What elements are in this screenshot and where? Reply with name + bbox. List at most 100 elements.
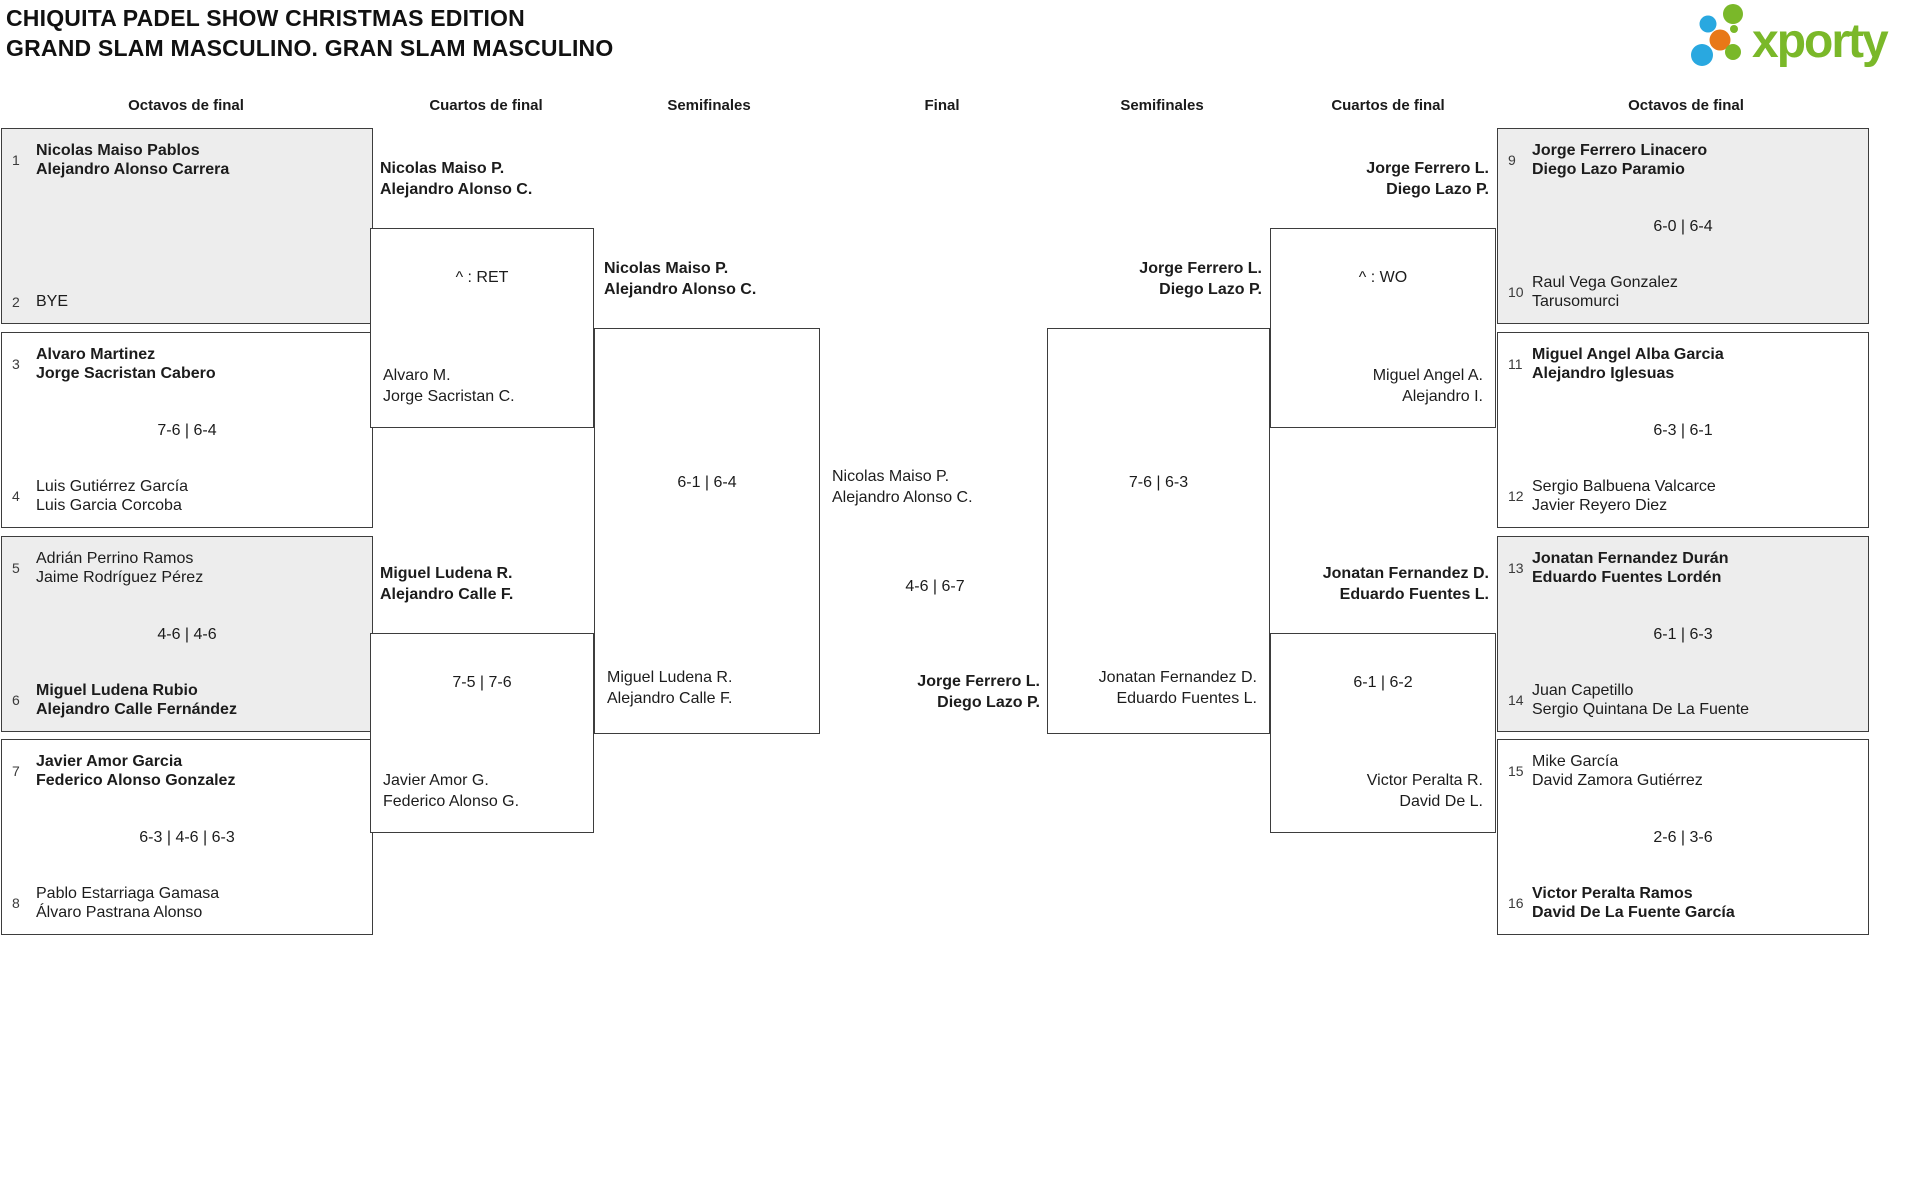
seed-number: 3 <box>12 356 20 372</box>
seed-number: 4 <box>12 488 20 504</box>
final-top-team: Nicolas Maiso P. Alejandro Alonso C. <box>832 466 973 508</box>
seed-number: 16 <box>1508 895 1524 911</box>
team-name: Jonatan Fernandez Durán Eduardo Fuentes … <box>1532 549 1728 587</box>
qf4-top-team: Jonatan Fernandez D. Eduardo Fuentes L. <box>1323 563 1489 605</box>
team-name: Juan Capetillo Sergio Quintana De La Fue… <box>1532 681 1749 719</box>
sf2-top-team: Jorge Ferrero L. Diego Lazo P. <box>1139 258 1262 300</box>
team-name-line: Miguel Angel Alba Garcia <box>1532 346 1724 363</box>
sf2-bottom-team: Jonatan Fernandez D. Eduardo Fuentes L. <box>1099 667 1257 709</box>
round-header-r16-right: Octavos de final <box>1628 97 1744 114</box>
match-sf-1: 6-1 | 6-4 Miguel Ludena R. Alejandro Cal… <box>594 328 820 734</box>
team-name: Nicolas Maiso Pablos Alejandro Alonso Ca… <box>36 141 229 179</box>
round-header-qf-left: Cuartos de final <box>429 97 543 114</box>
page-title-line2: GRAND SLAM MASCULINO. GRAN SLAM MASCULIN… <box>6 35 614 61</box>
team-name: Raul Vega Gonzalez Tarusomurci <box>1532 273 1678 311</box>
match-score: 6-1 | 6-2 <box>1353 674 1413 691</box>
seed-number: 10 <box>1508 284 1524 300</box>
team-row: 9 Jorge Ferrero Linacero Diego Lazo Para… <box>1508 141 1858 179</box>
team-name-line: Javier Amor G. <box>383 772 489 789</box>
team-name-line: Victor Peralta Ramos <box>1532 885 1693 902</box>
seed-number: 9 <box>1508 152 1516 168</box>
match-r16-2: 3 Alvaro Martinez Jorge Sacristan Cabero… <box>1 332 373 528</box>
match-r16-3: 5 Adrián Perrino Ramos Jaime Rodríguez P… <box>1 536 373 732</box>
team-name-line: BYE <box>36 293 69 310</box>
team-name: Jorge Ferrero Linacero Diego Lazo Parami… <box>1532 141 1707 179</box>
team-name-line: Pablo Estarriaga Gamasa <box>36 885 220 902</box>
team-name-line: Sergio Quintana De La Fuente <box>1532 701 1750 718</box>
team-name-line: Raul Vega Gonzalez <box>1532 274 1678 291</box>
seed-number: 6 <box>12 692 20 708</box>
team-name-line: David De La Fuente García <box>1532 904 1735 921</box>
match-score: 4-6 | 4-6 <box>157 625 217 643</box>
match-score: 6-0 | 6-4 <box>1653 217 1713 235</box>
team-name-line: Miguel Ludena R. <box>380 565 513 582</box>
team-name-line: Juan Capetillo <box>1532 682 1634 699</box>
team-row: 13 Jonatan Fernandez Durán Eduardo Fuent… <box>1508 549 1858 587</box>
qf4-bottom-team: Victor Peralta R. David De L. <box>1367 770 1483 812</box>
team-name: Miguel Angel Alba Garcia Alejandro Igles… <box>1532 345 1724 383</box>
seed-number: 7 <box>12 763 20 779</box>
final-score: 4-6 | 6-7 <box>905 578 965 595</box>
match-r16-4: 7 Javier Amor Garcia Federico Alonso Gon… <box>1 739 373 935</box>
team-name-line: Mike García <box>1532 753 1619 770</box>
match-score: 7-6 | 6-4 <box>157 421 217 439</box>
seed-number: 5 <box>12 560 20 576</box>
team-row: 7 Javier Amor Garcia Federico Alonso Gon… <box>12 752 362 790</box>
round-header-sf-left: Semifinales <box>667 97 751 114</box>
seed-number: 1 <box>12 152 20 168</box>
match-r16-1: 1 Nicolas Maiso Pablos Alejandro Alonso … <box>1 128 373 324</box>
team-row: 16 Victor Peralta Ramos David De La Fuen… <box>1508 884 1858 922</box>
match-r16-5: 9 Jorge Ferrero Linacero Diego Lazo Para… <box>1497 128 1869 324</box>
team-name: Victor Peralta Ramos David De La Fuente … <box>1532 884 1735 922</box>
team-name-line: Luis Garcia Corcoba <box>36 497 182 514</box>
match-sf-2: 7-6 | 6-3 Jonatan Fernandez D. Eduardo F… <box>1047 328 1270 734</box>
match-score: 6-3 | 4-6 | 6-3 <box>139 828 235 846</box>
round-header-qf-right: Cuartos de final <box>1331 97 1445 114</box>
team-row: 8 Pablo Estarriaga Gamasa Álvaro Pastran… <box>12 884 362 922</box>
round-header-final: Final <box>924 97 960 114</box>
team-name: Luis Gutiérrez García Luis Garcia Corcob… <box>36 477 188 515</box>
team-name-line: Jorge Sacristan Cabero <box>36 365 216 382</box>
team-name-line: Nicolas Maiso Pablos <box>36 142 200 159</box>
team-name-line: Alejandro Alonso C. <box>380 181 533 198</box>
team-row: 15 Mike García David Zamora Gutiérrez <box>1508 752 1858 790</box>
team-name-line: Jonatan Fernandez D. <box>1322 565 1489 582</box>
team-name-line: Alejandro Calle Fernández <box>36 701 237 718</box>
match-score: 7-5 | 7-6 <box>452 674 512 691</box>
team-name-line: David Zamora Gutiérrez <box>1532 772 1703 789</box>
team-row: 12 Sergio Balbuena Valcarce Javier Reyer… <box>1508 477 1858 515</box>
logo-dot-blue-small <box>1699 15 1717 33</box>
team-name: Alvaro Martinez Jorge Sacristan Cabero <box>36 345 216 383</box>
seed-number: 2 <box>12 293 20 310</box>
match-r16-6: 11 Miguel Angel Alba Garcia Alejandro Ig… <box>1497 332 1869 528</box>
qf3-top-team: Jorge Ferrero L. Diego Lazo P. <box>1366 158 1489 200</box>
team-name: Pablo Estarriaga Gamasa Álvaro Pastrana … <box>36 884 219 922</box>
qf1-top-team: Nicolas Maiso P. Alejandro Alonso C. <box>380 158 532 200</box>
team-name-line: Miguel Ludena R. <box>607 669 733 686</box>
match-score: 6-1 | 6-4 <box>677 474 737 491</box>
team-name-line: Alvaro M. <box>383 367 451 384</box>
qf1-bottom-team: Alvaro M. Jorge Sacristan C. <box>383 365 515 407</box>
seed-number: 15 <box>1508 763 1524 779</box>
team-row: 11 Miguel Angel Alba Garcia Alejandro Ig… <box>1508 345 1858 383</box>
round-header-r16-left: Octavos de final <box>128 97 244 114</box>
match-qf-1: ^ : RET Alvaro M. Jorge Sacristan C. <box>370 228 594 428</box>
team-name-line: Alejandro Iglesuas <box>1532 365 1675 382</box>
qf2-bottom-team: Javier Amor G. Federico Alonso G. <box>383 770 519 812</box>
team-name-line: Jonatan Fernandez D. <box>1098 669 1257 686</box>
logo-text: xporty <box>1752 15 1889 68</box>
team-name-line: Alejandro Alonso C. <box>832 489 973 506</box>
team-name-line: Javier Reyero Diez <box>1532 497 1668 514</box>
team-name-line: Diego Lazo P. <box>937 694 1040 711</box>
team-name-line: Eduardo Fuentes L. <box>1116 690 1257 707</box>
match-score: 6-1 | 6-3 <box>1653 625 1713 643</box>
team-name-line: Tarusomurci <box>1532 293 1620 310</box>
match-score: ^ : RET <box>455 269 509 286</box>
sf1-bottom-team: Miguel Ludena R. Alejandro Calle F. <box>607 667 732 709</box>
team-name-line: Alejandro Calle F. <box>380 586 514 603</box>
team-name-line: Alejandro Calle F. <box>607 690 733 707</box>
team-name-line: Jorge Ferrero L. <box>1139 260 1262 277</box>
team-name: BYE <box>36 292 68 311</box>
team-name: Miguel Ludena Rubio Alejandro Calle Fern… <box>36 681 237 719</box>
